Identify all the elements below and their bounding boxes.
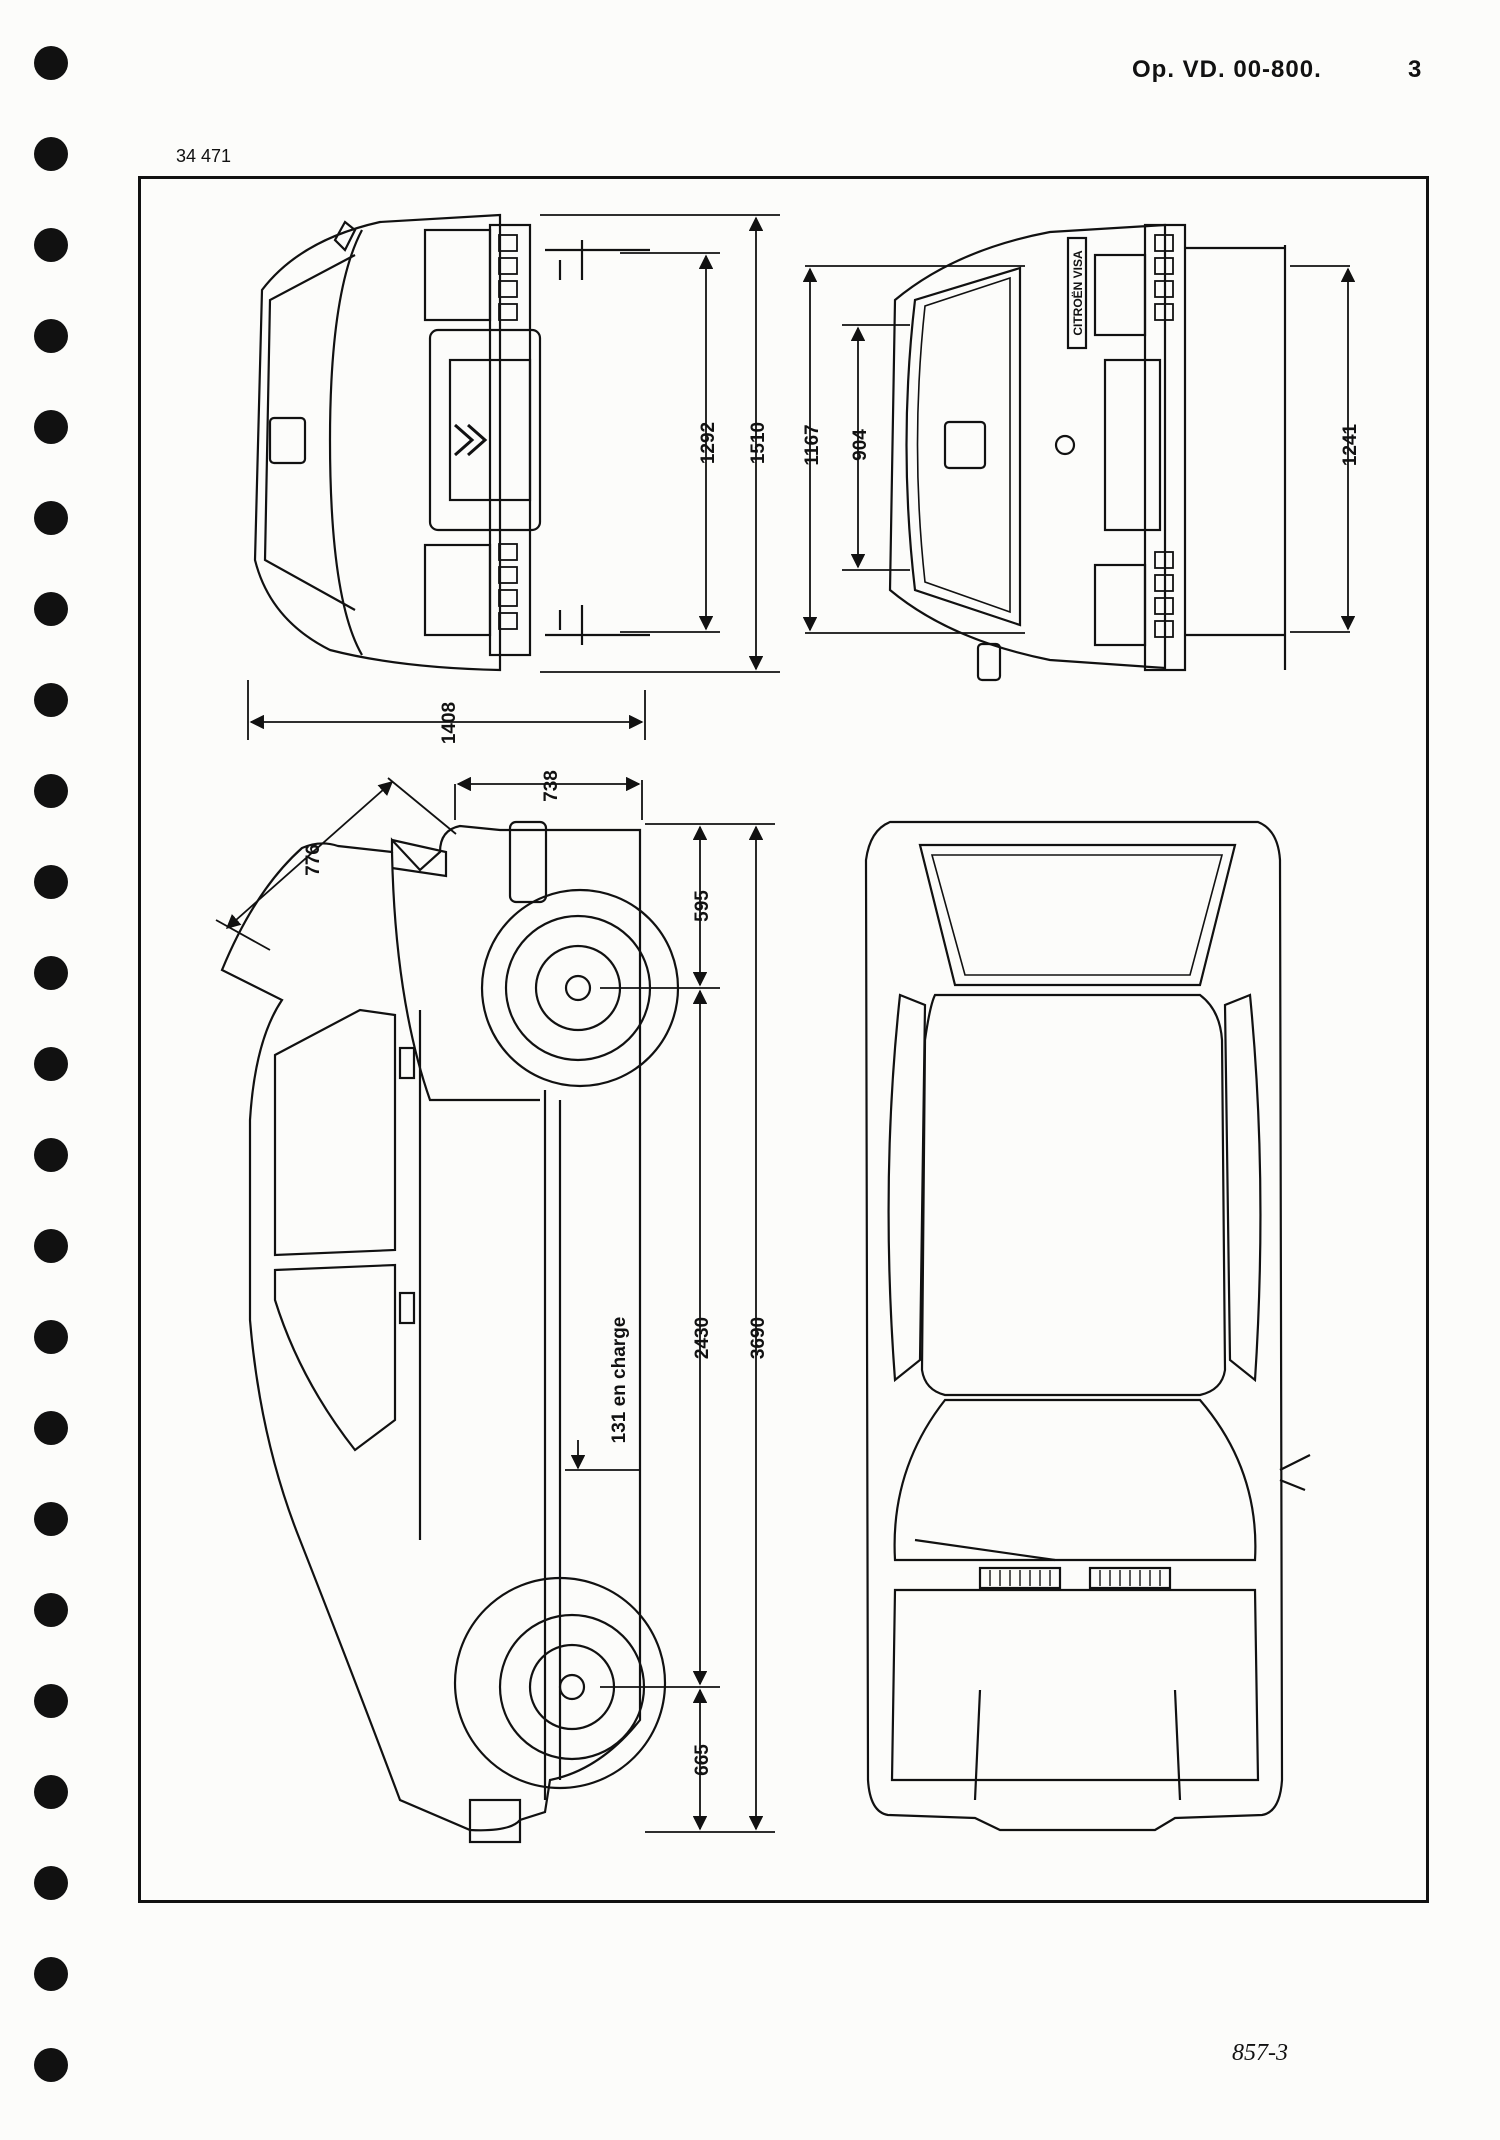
binder-hole xyxy=(34,501,68,535)
figure-number: 34 471 xyxy=(176,146,232,166)
binder-hole xyxy=(34,1138,68,1172)
top-view xyxy=(864,820,1311,1832)
rear-view xyxy=(888,223,1287,682)
binder-hole xyxy=(34,1684,68,1718)
binder-hole xyxy=(34,228,68,262)
overall-width-label: 1408 xyxy=(439,702,460,744)
side-view-dimensions xyxy=(215,776,775,1833)
binder-hole xyxy=(34,1047,68,1081)
footer-code: 857-3 xyxy=(1232,2040,1288,2066)
front-view-dimensions xyxy=(247,214,780,740)
binder-hole xyxy=(34,410,68,444)
wheelbase-label: 2430 xyxy=(692,1317,713,1359)
overall-height-label: 1510 xyxy=(748,422,769,464)
binder-hole xyxy=(34,956,68,990)
binder-hole xyxy=(34,137,68,171)
binder-hole xyxy=(34,774,68,808)
binder-hole xyxy=(34,1411,68,1445)
rear-overhang-label: 738 xyxy=(541,770,562,802)
binder-hole xyxy=(34,1502,68,1536)
binder-hole xyxy=(34,1866,68,1900)
document-reference: Op. VD. 00-800. xyxy=(1132,56,1322,83)
rear-track-label: 1241 xyxy=(1340,423,1361,466)
page-number: 3 xyxy=(1408,56,1422,83)
tailgate-height-label: 1167 xyxy=(802,424,823,465)
binder-hole xyxy=(34,1957,68,1991)
binder-hole xyxy=(34,1593,68,1627)
tailgate-opening-label: 904 xyxy=(850,429,871,461)
binder-hole xyxy=(34,319,68,353)
front-overhang-label: 665 xyxy=(692,1744,713,1776)
tailgate-arc-label: 776 xyxy=(303,844,324,876)
brand-badge: CITROËN VISA xyxy=(1070,250,1085,336)
front-view xyxy=(253,213,650,672)
ground-clearance-label: 131 en charge xyxy=(609,1317,630,1444)
front-track-label: 1292 xyxy=(698,422,719,464)
rear-view-dimensions xyxy=(802,265,1356,634)
binder-hole xyxy=(34,1775,68,1809)
binder-hole xyxy=(34,1320,68,1354)
binder-hole xyxy=(34,592,68,626)
binder-hole xyxy=(34,1229,68,1263)
overall-length-label: 3690 xyxy=(748,1317,769,1359)
binder-hole xyxy=(34,2048,68,2082)
binder-hole xyxy=(34,865,68,899)
front-axle-offset-label: 595 xyxy=(692,890,713,922)
drawing-frame xyxy=(138,176,1429,1903)
binder-hole xyxy=(34,46,68,80)
binder-hole xyxy=(34,683,68,717)
